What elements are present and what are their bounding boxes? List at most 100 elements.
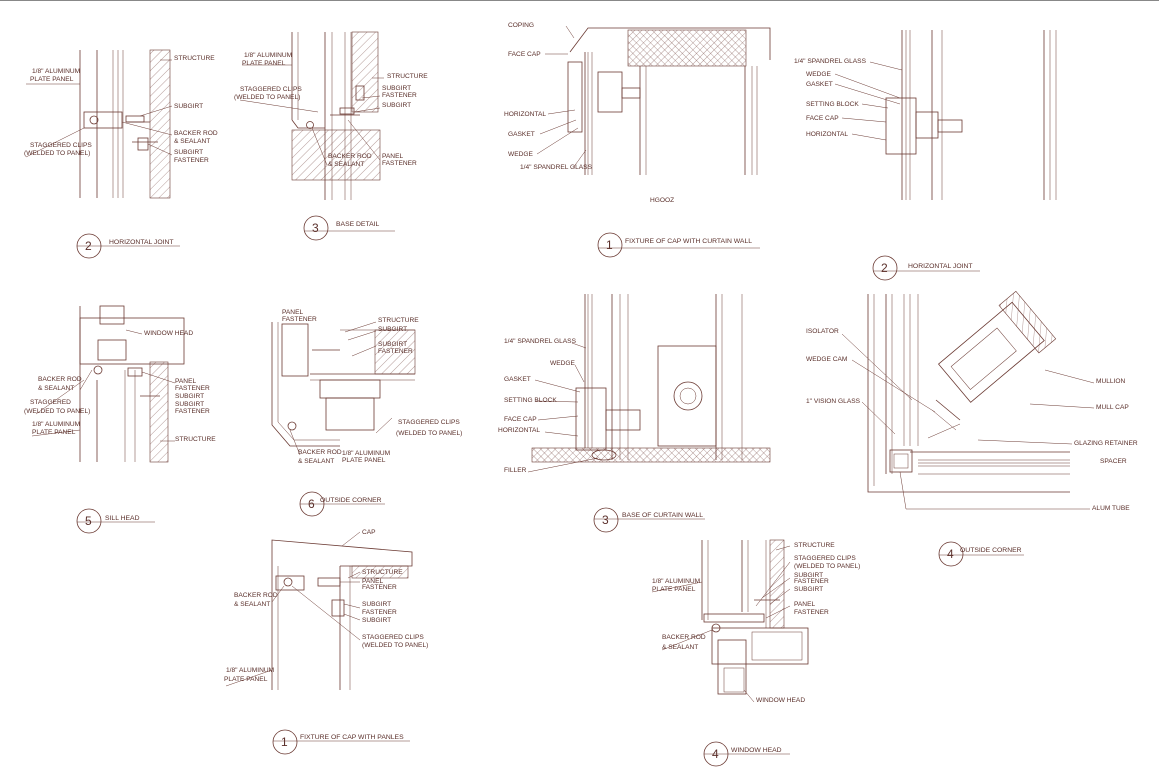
label: STAGGERED CLIPS <box>30 142 92 149</box>
label: FASTENER <box>362 584 397 591</box>
detail-number: 3 <box>602 513 609 527</box>
label: FILLER <box>504 467 527 474</box>
label: PANEL <box>282 309 303 316</box>
detail-number: 5 <box>85 514 92 528</box>
label: 1/8" ALUMINUM <box>32 68 80 75</box>
label: BACKER ROD <box>234 592 278 599</box>
label: SUBGIRT <box>794 586 823 593</box>
label: STAGGERED CLIPS <box>398 419 460 426</box>
label: (WELDED TO PANEL) <box>24 408 90 415</box>
label: 1/4" SPANDREL GLASS <box>794 58 867 65</box>
label: ISOLATOR <box>806 328 839 335</box>
label: PLATE PANEL <box>224 676 268 683</box>
label: 1/8" ALUMINUM <box>226 667 274 674</box>
label: PLATE PANEL <box>342 457 386 464</box>
label: PANEL <box>382 153 403 160</box>
label: (WELDED TO PANEL) <box>234 94 300 101</box>
detail-horizontal-joint-a: 1/8" ALUMINUM PLATE PANEL STRUCTURE SUBG… <box>24 49 218 259</box>
detail-bubble <box>938 541 964 567</box>
label: PANEL <box>175 378 196 385</box>
label: & SEALANT <box>298 458 334 465</box>
detail-number: 1 <box>281 735 288 749</box>
detail-outside-corner-b: ISOLATOR WEDGE CAM 1" VISION GLASS MULLI… <box>806 290 1138 567</box>
label: STRUCTURE <box>362 569 403 576</box>
detail-title: BASE OF CURTAIN WALL <box>622 512 703 519</box>
label: WEDGE CAM <box>806 356 847 363</box>
label: (WELDED TO PANEL) <box>362 642 428 649</box>
label: GASKET <box>508 131 535 138</box>
detail-bubble <box>303 215 329 241</box>
label: SUBGIRT <box>382 85 411 92</box>
label: FASTENER <box>362 609 397 616</box>
detail-cap-with-panels: CAP STRUCTURE PANEL FASTENER BACKER ROD … <box>224 529 428 755</box>
sheet-code: HGOOZ <box>650 197 674 204</box>
detail-title: HORIZONTAL JOINT <box>109 239 174 246</box>
label: SUBGIRT <box>378 341 407 348</box>
label: PLATE PANEL <box>32 429 76 436</box>
label: SPACER <box>1100 458 1127 465</box>
label: FASTENER <box>794 578 829 585</box>
label: WINDOW HEAD <box>144 330 193 337</box>
label: MULLION <box>1096 378 1126 385</box>
label: PLATE PANEL <box>652 586 696 593</box>
detail-number: 2 <box>881 261 888 275</box>
label: FASTENER <box>174 157 209 164</box>
label: FASTENER <box>382 160 417 167</box>
detail-title: BASE DETAIL <box>336 221 380 228</box>
label: SETTING BLOCK <box>806 101 859 108</box>
label: BACKER ROD <box>174 130 218 137</box>
label: SUBGIRT <box>175 401 204 408</box>
detail-outside-corner-a: PANEL FASTENER STRUCTURE SUBGIRT SUBGIRT… <box>271 309 462 517</box>
detail-cap-curtain-wall: COPING FACE CAP HORIZONTAL GASKET WEDGE … <box>504 22 771 258</box>
label: FASTENER <box>175 385 210 392</box>
label: 1/4" SPANDREL GLASS <box>520 164 593 171</box>
label: STRUCTURE <box>387 73 428 80</box>
detail-sill-head: WINDOW HEAD BACKER ROD & SEALANT STAGGER… <box>24 305 216 534</box>
detail-bubble <box>593 507 619 533</box>
label: STRUCTURE <box>794 542 835 549</box>
label: HORIZONTAL <box>504 111 546 118</box>
label: 1" VISION GLASS <box>806 398 861 405</box>
label: (WELDED TO PANEL) <box>794 563 860 570</box>
label: STRUCTURE <box>378 317 419 324</box>
detail-window-head: STRUCTURE STAGGERED CLIPS (WELDED TO PAN… <box>651 539 860 767</box>
label: STAGGERED CLIPS <box>240 86 302 93</box>
label: 1/8" ALUMINUM <box>244 52 292 59</box>
label: HORIZONTAL <box>806 131 848 138</box>
label: HORIZONTAL <box>498 427 540 434</box>
label: PLATE PANEL <box>30 76 74 83</box>
label: FACE CAP <box>508 51 541 58</box>
detail-horizontal-joint-b: 1/4" SPANDREL GLASS WEDGE GASKET SETTING… <box>794 30 1057 281</box>
detail-title: HORIZONTAL JOINT <box>908 263 973 270</box>
label: BACKER ROD <box>38 376 82 383</box>
label: & SEALANT <box>174 138 210 145</box>
detail-bubble <box>597 232 623 258</box>
detail-bubble <box>272 729 298 755</box>
label: SETTING BLOCK <box>504 397 557 404</box>
label: (WELDED TO PANEL) <box>396 430 462 437</box>
label: STRUCTURE <box>175 436 216 443</box>
label: WINDOW HEAD <box>756 697 805 704</box>
label: GASKET <box>806 81 833 88</box>
label: CAP <box>362 529 376 536</box>
label: FACE CAP <box>504 416 537 423</box>
label: FASTENER <box>175 408 210 415</box>
label: SUBGIRT <box>378 326 407 333</box>
label: STAGGERED <box>30 399 71 406</box>
label: 1/8" ALUMINUM <box>32 421 80 428</box>
detail-number: 4 <box>947 547 954 561</box>
label: MULL CAP <box>1096 404 1129 411</box>
label: FASTENER <box>378 348 413 355</box>
label: PANEL <box>794 601 815 608</box>
label: FACE CAP <box>806 115 839 122</box>
label: 1/8" ALUMINUM <box>342 450 390 457</box>
label: & SEALANT <box>38 385 74 392</box>
detail-base-detail: 1/8" ALUMINUM PLATE PANEL STAGGERED CLIP… <box>234 31 428 241</box>
label: STAGGERED CLIPS <box>362 634 424 641</box>
detail-number: 1 <box>606 238 613 252</box>
label: SUBGIRT <box>174 103 203 110</box>
label: PLATE PANEL <box>242 60 286 67</box>
label: FASTENER <box>282 316 317 323</box>
label: WEDGE <box>508 151 534 158</box>
